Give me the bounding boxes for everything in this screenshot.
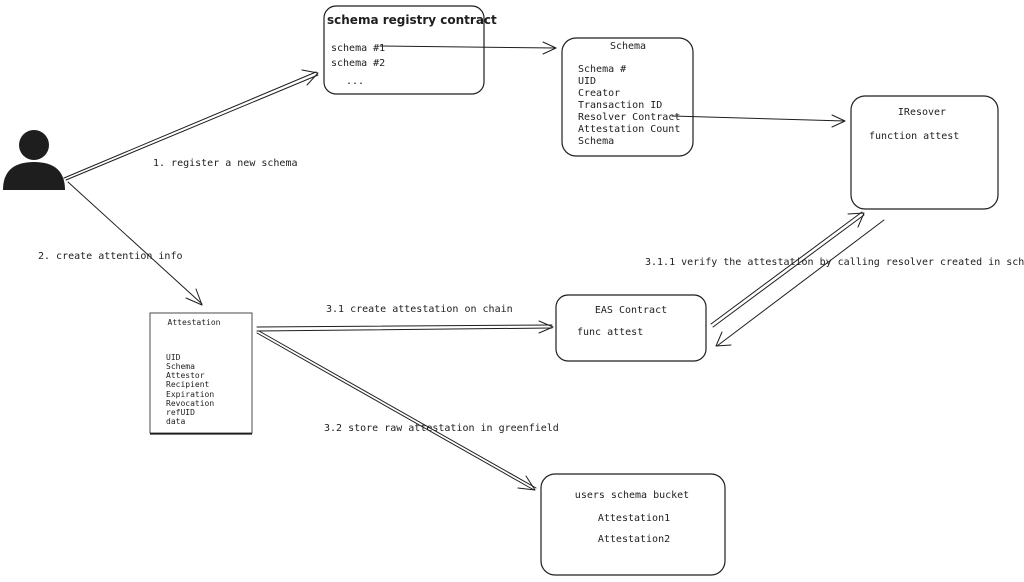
attestation-field: UID (166, 353, 181, 362)
user-icon (3, 130, 65, 190)
schema-field: Schema # (578, 64, 626, 75)
arrow-verify-resolver (710, 211, 865, 328)
bucket-item: Attestation1 (598, 513, 670, 524)
attestation-field: Schema (166, 362, 195, 371)
attestation-title: Attestation (168, 318, 221, 327)
schema-registry-box: schema registry contract schema #1 schem… (323, 5, 497, 95)
arrow-register-schema (63, 69, 319, 181)
attestation-field: data (166, 417, 185, 426)
iresolver-method: function attest (869, 131, 959, 142)
iresolver-title: IResover (898, 107, 946, 118)
schema-registry-title: schema registry contract (327, 13, 497, 27)
label-verify-resolver: 3.1.1 verify the attestation by calling … (645, 257, 1024, 268)
label-store-greenfield: 3.2 store raw attestation in greenfield (324, 423, 559, 434)
arrow-schema-to-resolver (671, 114, 846, 128)
attestation-field: Attestor (166, 371, 205, 380)
bucket-box: users schema bucket Attestation1 Attesta… (540, 473, 726, 576)
schema-field: Resolver Contract (578, 112, 680, 123)
eas-title: EAS Contract (595, 305, 667, 316)
label-create-on-chain: 3.1 create attestation on chain (326, 304, 513, 315)
attestation-field: Revocation (166, 399, 214, 408)
arrow-resolver-return (715, 219, 885, 347)
attestation-field: Expiration (166, 390, 214, 399)
arrow-store-greenfield (256, 330, 537, 491)
attestation-document: Attestation UID Schema Attestor Recipien… (149, 312, 253, 435)
schema-field: UID (578, 76, 596, 87)
arrow-registry-to-schema (379, 41, 557, 55)
arrow-create-on-chain (256, 320, 554, 334)
arrow-create-info (67, 181, 203, 306)
schema-box: Schema Schema # UID Creator Transaction … (561, 37, 694, 157)
attestation-field: refUID (166, 408, 195, 417)
schema-field: Schema (578, 136, 614, 147)
eas-method: func attest (577, 327, 643, 338)
iresolver-box: IResover function attest (850, 95, 999, 210)
label-create-info: 2. create attention info (38, 251, 183, 262)
schema-field: Attestation Count (578, 124, 680, 135)
eas-contract-box: EAS Contract func attest (555, 294, 707, 362)
schema-registry-item: ... (346, 76, 364, 87)
label-register-schema: 1. register a new schema (153, 158, 298, 169)
schema-registry-item: schema #2 (331, 58, 385, 69)
schema-field: Transaction ID (578, 100, 662, 111)
schema-box-title: Schema (610, 41, 646, 52)
schema-registry-item: schema #1 (331, 43, 385, 54)
schema-field: Creator (578, 88, 620, 99)
bucket-item: Attestation2 (598, 534, 670, 545)
bucket-title: users schema bucket (575, 490, 689, 501)
attestation-field: Recipient (166, 380, 210, 389)
